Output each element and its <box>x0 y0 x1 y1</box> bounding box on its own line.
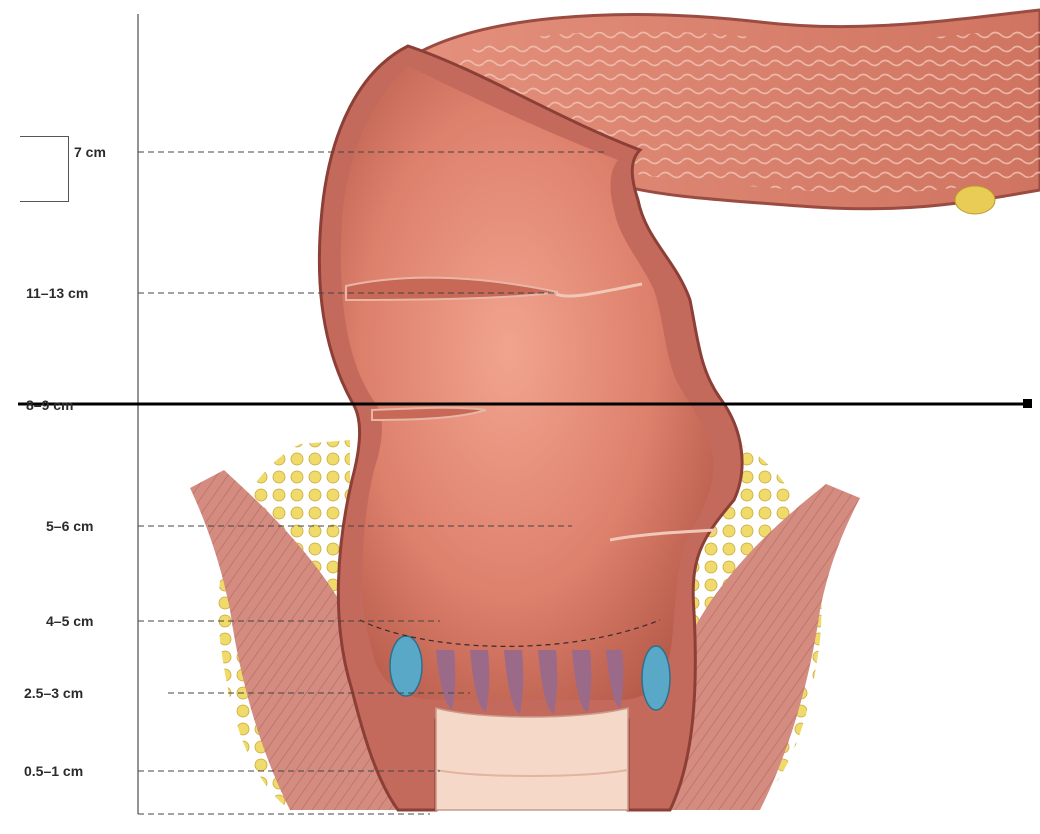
label-4-5cm: 4–5 cm <box>46 613 93 629</box>
left-venous-plexus <box>390 636 422 696</box>
label-2-5-3cm: 2.5–3 cm <box>24 685 83 701</box>
right-venous-plexus <box>642 646 670 710</box>
label-7cm: 7 cm <box>74 144 106 160</box>
label-5-6cm: 5–6 cm <box>46 518 93 534</box>
bracket-box <box>20 136 69 202</box>
label-8-9cm: 8–9 cm <box>26 397 73 413</box>
fat-appendage <box>955 186 995 214</box>
label-0-5-1cm: 0.5–1 cm <box>24 763 83 779</box>
anal-canal <box>436 708 628 810</box>
label-11-13cm: 11–13 cm <box>26 285 88 301</box>
reference-line-endpoint <box>1023 399 1032 408</box>
